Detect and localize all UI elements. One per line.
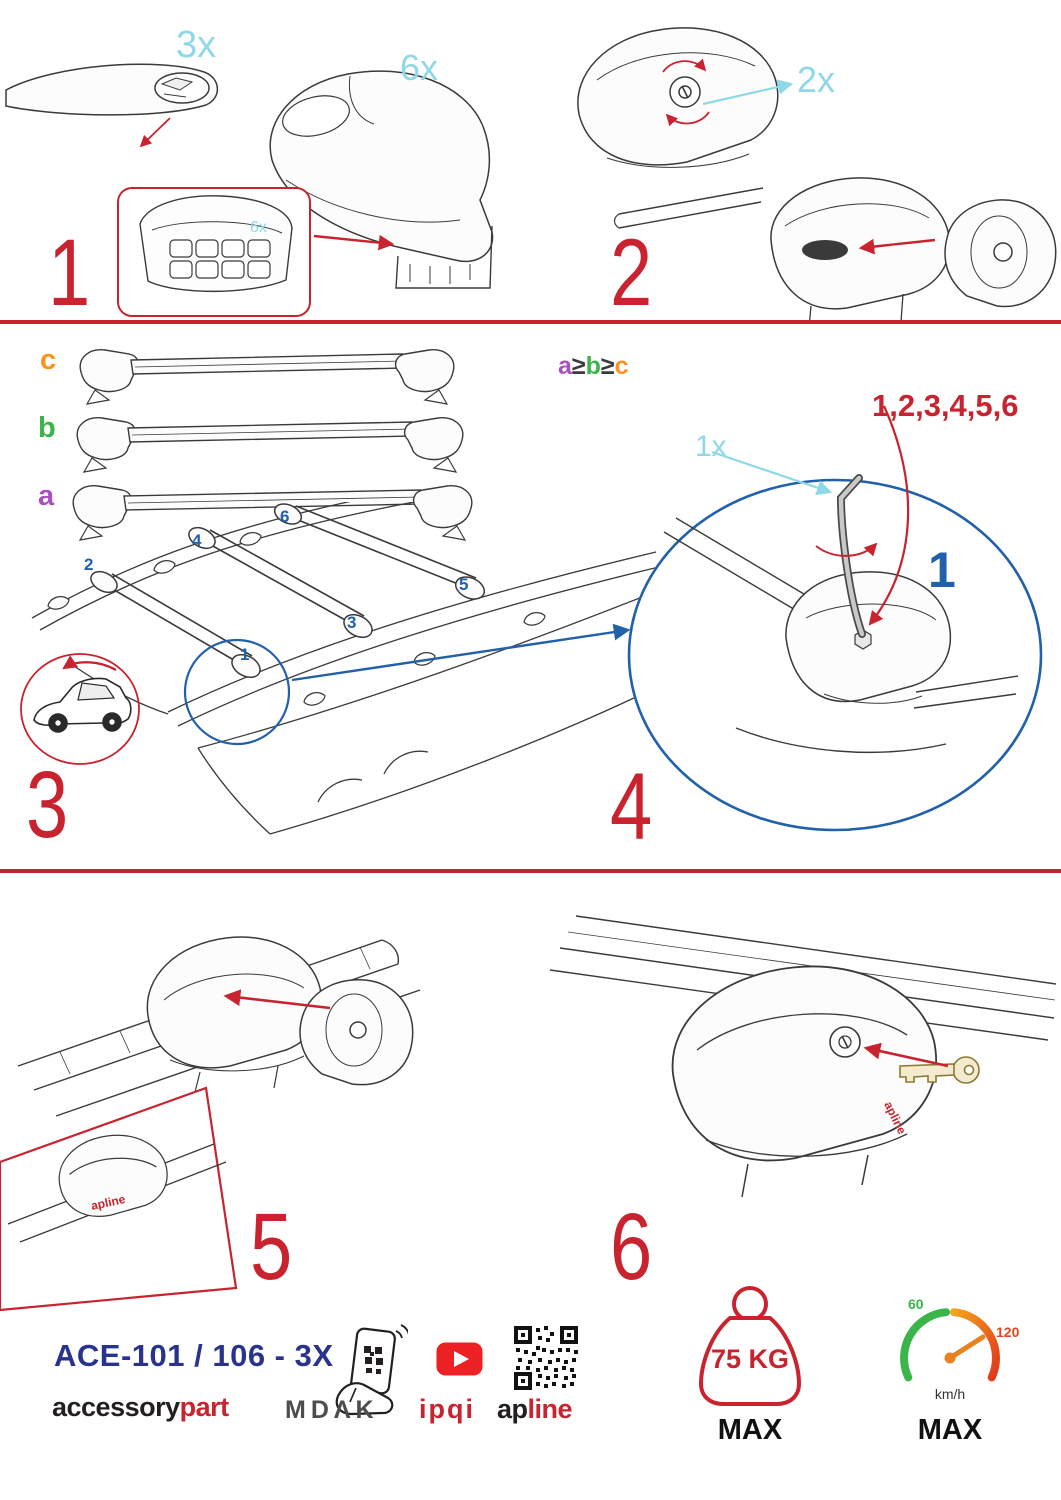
step2-illustration: apline bbox=[577, 27, 1057, 320]
accessorypart-logo: accessorypart bbox=[52, 1392, 229, 1423]
lock-quantity-label: 2x bbox=[797, 59, 836, 100]
position1-highlight-circle bbox=[183, 638, 291, 746]
step6-illustration: apline bbox=[549, 915, 1057, 1198]
step5-illustration: apline bbox=[0, 936, 421, 1312]
apline-badge bbox=[802, 240, 848, 260]
inset-to-foot-arrow bbox=[313, 234, 395, 251]
key-icon bbox=[899, 1056, 980, 1084]
position-highlight-number: 1 bbox=[928, 542, 956, 598]
roof-position-5: 5 bbox=[459, 575, 469, 594]
step4-number: 4 bbox=[610, 754, 653, 860]
bar-quantity-label: 3x bbox=[176, 24, 217, 66]
rotate-arrow bbox=[815, 542, 878, 557]
rule-c: c bbox=[614, 352, 629, 380]
apline-badge-label: apline bbox=[814, 246, 836, 255]
lock-turn-arrow bbox=[662, 58, 707, 73]
speedometer-needle bbox=[947, 1334, 986, 1361]
tighten-sequence-label: 1,2,3,4,5,6 bbox=[872, 388, 1019, 423]
bar-label-c: c bbox=[40, 344, 57, 376]
pad-quantity-label: 6x bbox=[250, 219, 267, 236]
mounted-crossbars bbox=[90, 503, 486, 679]
cover-slide-arrow bbox=[223, 989, 331, 1010]
product-model-label: ACE-101 / 106 - 3X bbox=[54, 1338, 334, 1373]
crossbar-set-illustration bbox=[72, 349, 473, 541]
lock-qty-arrow bbox=[702, 79, 794, 106]
end-cover bbox=[944, 199, 1057, 308]
detail-pointer-arrow bbox=[291, 623, 631, 682]
finished-inset: apline bbox=[0, 1086, 238, 1312]
roof-position-4: 4 bbox=[192, 531, 202, 550]
detail-rails bbox=[663, 517, 1019, 753]
bar-label-a: a bbox=[38, 480, 55, 512]
speedometer-icon bbox=[900, 1308, 1000, 1382]
max-load-icon bbox=[698, 1286, 802, 1406]
foot-with-lock bbox=[577, 27, 779, 168]
apline-logo-red: line bbox=[527, 1394, 573, 1424]
bar-clip-arrow bbox=[139, 117, 171, 148]
speed-high-label: 120 bbox=[996, 1324, 1020, 1340]
phone-scan-icon bbox=[335, 1324, 408, 1416]
roof-position-3: 3 bbox=[347, 613, 357, 632]
max-speed-label: MAX bbox=[917, 1414, 983, 1446]
step5-number: 5 bbox=[250, 1194, 293, 1300]
section-divider-2 bbox=[0, 869, 1061, 873]
locked-foot bbox=[671, 965, 937, 1198]
clamp-pads bbox=[47, 532, 546, 706]
apline-logo: apline bbox=[497, 1394, 573, 1425]
cover-attach-arrow bbox=[858, 238, 936, 255]
tool-qty-arrow bbox=[711, 450, 833, 496]
crossbar-profile bbox=[5, 63, 219, 116]
rule-geq-1: ≥ bbox=[571, 352, 586, 380]
apline-logo-dark: ap bbox=[497, 1394, 528, 1424]
roof-mounting-illustration bbox=[20, 502, 663, 835]
accessorypart-logo-black: accessory bbox=[52, 1392, 180, 1422]
rule-a: a bbox=[558, 352, 572, 380]
step3-number: 3 bbox=[26, 752, 69, 858]
foot-and-cover: apline bbox=[613, 177, 1057, 320]
step1-illustration bbox=[5, 63, 494, 317]
youtube-icon bbox=[436, 1342, 483, 1376]
mdak-logo: MDΛK bbox=[285, 1396, 379, 1424]
crossbar-b bbox=[76, 417, 464, 473]
speed-unit-label: km/h bbox=[934, 1386, 966, 1402]
step4-illustration bbox=[627, 405, 1043, 832]
tool-quantity-label: 1x bbox=[695, 430, 727, 463]
rule-geq-2: ≥ bbox=[600, 352, 615, 380]
step1-number: 1 bbox=[48, 220, 91, 326]
speed-low-label: 60 bbox=[908, 1296, 924, 1312]
roof-position-1: 1 bbox=[240, 645, 250, 664]
rubber-pads-grid bbox=[169, 239, 271, 279]
length-rule: a≥b≥c bbox=[558, 354, 629, 379]
foot-quantity-label: 6x bbox=[400, 47, 439, 88]
cover-piece bbox=[299, 979, 414, 1086]
step2-number: 2 bbox=[610, 220, 653, 326]
rule-b: b bbox=[585, 352, 601, 380]
bar-label-b: b bbox=[38, 412, 56, 444]
sequence-arrow bbox=[868, 405, 910, 626]
qr-code-icon bbox=[512, 1324, 580, 1392]
accessorypart-logo-red: part bbox=[179, 1392, 230, 1422]
step6-number: 6 bbox=[610, 1194, 653, 1300]
max-load-value: 75 KG bbox=[710, 1344, 790, 1374]
car-roof-outline bbox=[31, 502, 663, 835]
roof-position-6: 6 bbox=[280, 507, 290, 526]
foot-on-rail bbox=[146, 936, 323, 1097]
pad-detail-inset bbox=[117, 187, 311, 317]
max-load-label: MAX bbox=[717, 1414, 783, 1446]
foot-assembly bbox=[269, 70, 494, 289]
ipqi-logo: ipqi bbox=[419, 1394, 475, 1424]
crossbar-c bbox=[79, 349, 455, 405]
phone-qr-pattern bbox=[364, 1346, 383, 1374]
car-inset bbox=[20, 653, 140, 765]
key-insert-arrow bbox=[863, 1042, 949, 1068]
section-divider-1 bbox=[0, 320, 1061, 324]
roof-position-2: 2 bbox=[84, 555, 94, 574]
car-direction-arrow bbox=[62, 655, 117, 671]
lock-turn-arrow-2 bbox=[665, 111, 710, 127]
crossbar-a bbox=[72, 485, 473, 541]
